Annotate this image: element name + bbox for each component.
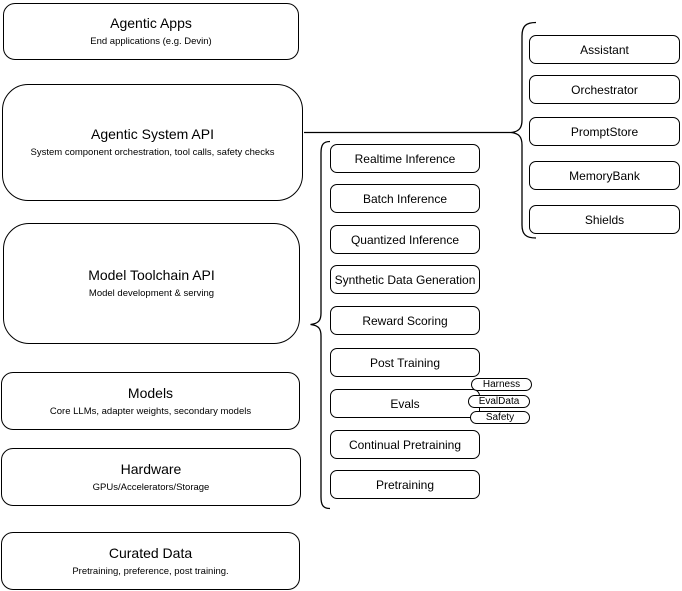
- node-title: Hardware: [120, 460, 182, 477]
- component-label: MemoryBank: [569, 168, 640, 183]
- node-subtitle: End applications (e.g. Devin): [90, 36, 212, 47]
- node-subtitle: Core LLMs, adapter weights, secondary mo…: [49, 405, 252, 417]
- service-label: Post Training: [369, 355, 441, 370]
- node-subtitle: System component orchestration, tool cal…: [30, 147, 275, 158]
- service-pretraining[interactable]: Pretraining: [330, 470, 480, 499]
- node-subtitle: GPUs/Accelerators/Storage: [92, 481, 210, 493]
- service-label: Batch Inference: [362, 191, 448, 206]
- service-label: Reward Scoring: [362, 313, 448, 328]
- component-label: Assistant: [580, 42, 629, 57]
- component-orchestrator[interactable]: Orchestrator: [529, 75, 680, 104]
- node-curated-data[interactable]: Curated Data Pretraining, preference, po…: [1, 532, 300, 590]
- node-title: Agentic Apps: [110, 15, 192, 31]
- component-memorybank[interactable]: MemoryBank: [529, 161, 680, 190]
- node-title: Model Toolchain API: [88, 267, 215, 283]
- service-evals[interactable]: Evals: [330, 389, 480, 418]
- component-label: Shields: [584, 212, 625, 227]
- tag-label: Harness: [482, 379, 521, 390]
- node-agentic-system-api[interactable]: Agentic System API System component orch…: [2, 84, 303, 201]
- tag-label: EvalData: [478, 396, 520, 407]
- component-assistant[interactable]: Assistant: [529, 35, 680, 64]
- service-label: Quantized Inference: [350, 232, 460, 247]
- tag-harness[interactable]: Harness: [471, 378, 532, 391]
- component-promptstore[interactable]: PromptStore: [529, 117, 680, 146]
- service-post-training[interactable]: Post Training: [330, 348, 480, 377]
- service-label: Synthetic Data Generation: [334, 272, 476, 287]
- component-shields[interactable]: Shields: [529, 205, 680, 234]
- component-label: PromptStore: [570, 124, 639, 139]
- service-quantized-inference[interactable]: Quantized Inference: [330, 225, 480, 254]
- service-continual-pretraining[interactable]: Continual Pretraining: [330, 430, 480, 459]
- service-label: Continual Pretraining: [348, 437, 462, 452]
- tag-evaldata[interactable]: EvalData: [468, 395, 530, 408]
- service-realtime-inference[interactable]: Realtime Inference: [330, 144, 480, 173]
- node-title: Models: [127, 384, 174, 401]
- node-models[interactable]: Models Core LLMs, adapter weights, secon…: [1, 372, 300, 430]
- node-model-toolchain-api[interactable]: Model Toolchain API Model development & …: [3, 223, 300, 344]
- toolchain-brace[interactable]: [310, 140, 331, 510]
- component-label: Orchestrator: [571, 82, 638, 97]
- tag-safety[interactable]: Safety: [470, 411, 530, 424]
- node-title: Agentic System API: [91, 126, 214, 142]
- service-label: Pretraining: [375, 477, 435, 492]
- system-components-brace[interactable]: [511, 21, 537, 239]
- node-hardware[interactable]: Hardware GPUs/Accelerators/Storage: [1, 448, 301, 506]
- service-batch-inference[interactable]: Batch Inference: [330, 184, 480, 213]
- service-label: Evals: [390, 396, 420, 411]
- service-label: Realtime Inference: [354, 151, 456, 166]
- tag-label: Safety: [485, 412, 515, 423]
- node-subtitle: Model development & serving: [88, 288, 215, 299]
- service-reward-scoring[interactable]: Reward Scoring: [330, 306, 480, 335]
- service-synthetic-data-generation[interactable]: Synthetic Data Generation: [330, 265, 480, 294]
- node-agentic-apps[interactable]: Agentic Apps End applications (e.g. Devi…: [3, 3, 299, 60]
- node-title: Curated Data: [108, 544, 193, 561]
- node-subtitle: Pretraining, preference, post training.: [72, 565, 229, 577]
